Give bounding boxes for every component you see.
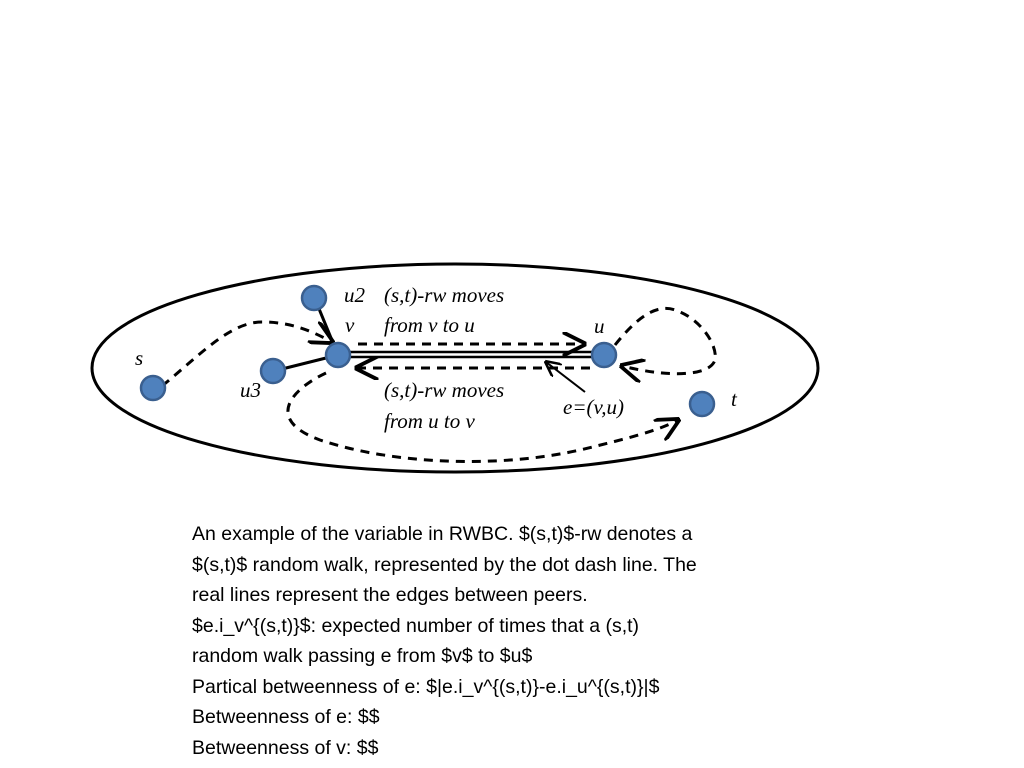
node-u3 <box>259 357 287 385</box>
label-u3: u3 <box>240 378 261 402</box>
label-u: u <box>594 314 605 338</box>
caption-line: real lines represent the edges between p… <box>192 584 588 606</box>
caption-line: Partical betweenness of e: $|e.i_v^{(s,t… <box>192 675 660 698</box>
caption-line: $e.i_v^{(s,t)}$: expected number of time… <box>192 614 640 637</box>
caption: An example of the variable in RWBC. $(s,… <box>192 519 832 763</box>
walk-v-to-t <box>286 371 678 463</box>
network-boundary <box>90 262 820 474</box>
node-u <box>590 341 618 369</box>
label-s: s <box>135 346 143 370</box>
caption-line: Betweenness of e: $$ <box>192 706 380 728</box>
label-move-v-to-u-2: from v to u <box>384 313 475 337</box>
label-move-u-to-v-1: (s,t)-rw moves <box>384 378 504 402</box>
caption-line: An example of the variable in RWBC. $(s,… <box>192 523 693 545</box>
node-t <box>688 390 716 418</box>
label-t: t <box>731 387 738 411</box>
label-move-v-to-u-1: (s,t)-rw moves <box>384 283 504 307</box>
label-edge-e: e=(v,u) <box>563 395 624 419</box>
node-s <box>139 374 167 402</box>
walk-u-loop <box>613 307 717 373</box>
caption-line: $(s,t)$ random walk, represented by the … <box>192 553 697 576</box>
label-u2: u2 <box>344 283 366 307</box>
label-move-u-to-v-2: from u to v <box>384 409 475 433</box>
walk-s-to-v <box>161 320 332 388</box>
node-v <box>324 341 352 369</box>
caption-line: Betweenness of v: $$ <box>192 736 379 759</box>
edge-label-pointer <box>546 362 586 393</box>
node-u2 <box>300 284 328 312</box>
caption-line: random walk passing e from $v$ to $u$ <box>192 645 533 667</box>
label-v: v <box>345 313 355 337</box>
